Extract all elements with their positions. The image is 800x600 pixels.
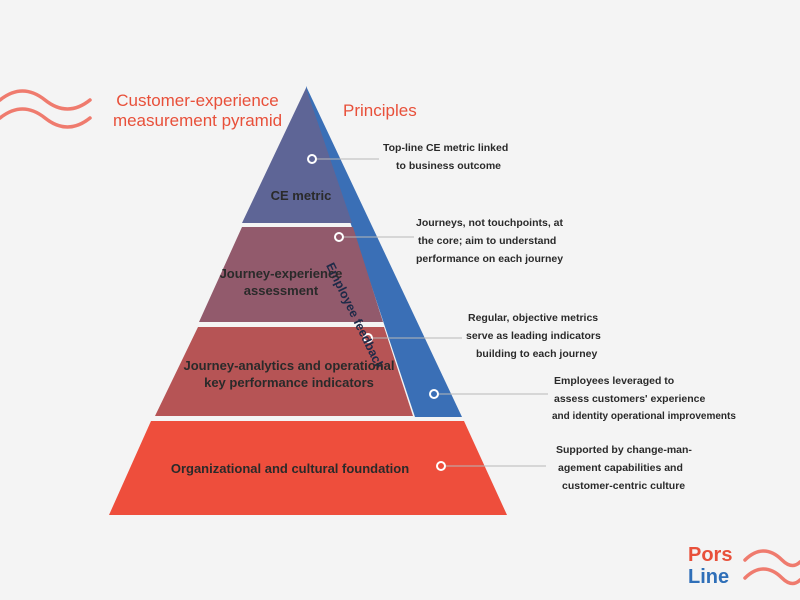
pyramid-title-line-1: Customer-experience <box>116 91 279 110</box>
connector-markers <box>307 154 446 471</box>
connectors <box>316 158 548 467</box>
principle-line: Top-line CE metric linked <box>383 142 509 154</box>
wave-decoration-right <box>743 549 800 586</box>
principle-line: building to each journey <box>476 348 598 360</box>
principle-line: the core; aim to understand <box>418 235 557 247</box>
principle-line: Supported by change-man- <box>556 444 692 456</box>
tier-label-line: Journey-analytics and operational <box>183 358 395 373</box>
principle-line: agement capabilities and <box>558 462 683 474</box>
tier-label-line: assessment <box>243 283 319 298</box>
porsline-logo: Pors Line <box>688 544 732 588</box>
principle-line: to business outcome <box>396 160 502 172</box>
pyramid-title-line-2: measurement pyramid <box>112 111 283 130</box>
principle-3: Regular, objective metrics serve as lead… <box>466 309 601 363</box>
principle-4: Employees leveraged to assess customers'… <box>552 372 736 426</box>
principle-2: Journeys, not touchpoints, at the core; … <box>416 214 563 268</box>
wave-decoration-left <box>0 89 92 129</box>
marker-dot <box>363 333 373 343</box>
principle-line: Regular, objective metrics <box>468 312 599 324</box>
pyramid-tier-ce-metric <box>242 88 352 223</box>
tier-label-line: CE metric <box>270 188 332 203</box>
pyramid-tier-journey-analytics <box>155 327 413 416</box>
employee-feedback-band <box>306 86 462 417</box>
tier-label-line: key performance indicators <box>204 375 374 390</box>
tier-label-ce-metric: CE metric <box>226 187 376 204</box>
tier-label-journey-analytics: Journey-analytics and operational key pe… <box>176 357 402 391</box>
principle-line: and identity operational improvements <box>552 411 736 422</box>
principle-1: Top-line CE metric linked to business ou… <box>383 139 508 175</box>
pyramid-tier-journey-experience <box>199 227 383 322</box>
principle-5: Supported by change-man- agement capabil… <box>556 441 692 495</box>
principle-line: Journeys, not touchpoints, at <box>416 217 564 229</box>
marker-dot <box>429 389 439 399</box>
tier-label-line: Organizational and cultural foundation <box>170 461 410 476</box>
principle-line: performance on each journey <box>416 253 564 265</box>
pyramid-tier-foundation <box>109 421 507 515</box>
tier-label-journey-experience: Journey-experience assessment <box>196 265 366 299</box>
principle-line: customer-centric culture <box>562 480 686 492</box>
principle-line: serve as leading indicators <box>466 330 601 342</box>
marker-dot <box>436 461 446 471</box>
logo-line-2: Line <box>688 566 730 588</box>
marker-dot <box>334 232 344 242</box>
tier-label-line: Journey-experience <box>219 266 343 281</box>
marker-dot <box>307 154 317 164</box>
logo-line-1: Pors <box>688 544 733 566</box>
tier-label-foundation: Organizational and cultural foundation <box>150 460 430 477</box>
pyramid-title: Customer-experience measurement pyramid <box>100 91 295 131</box>
principle-line: Employees leveraged to <box>554 375 675 387</box>
principle-line: assess customers' experience <box>554 393 706 405</box>
principles-title: Principles <box>343 101 417 120</box>
